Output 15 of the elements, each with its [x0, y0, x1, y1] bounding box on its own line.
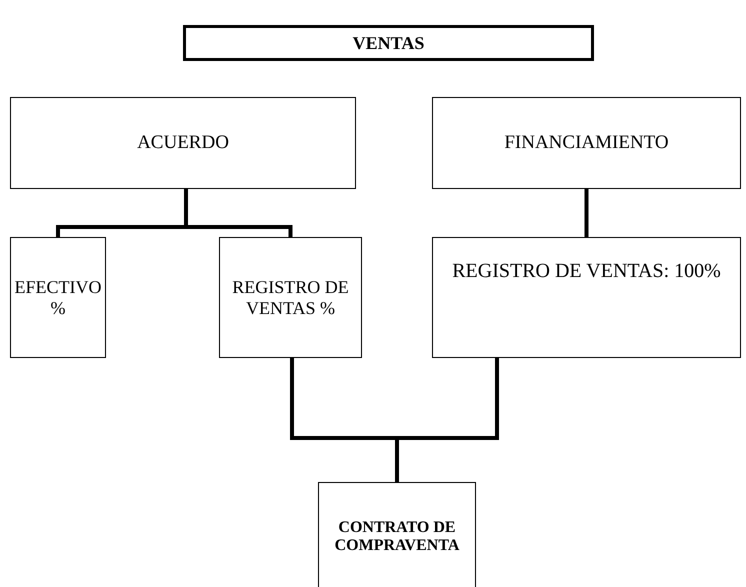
- process-box: [10, 97, 356, 189]
- box-label: CONTRATO DE COMPRAVENTA: [334, 518, 460, 556]
- process-box: [219, 237, 362, 358]
- box-label: EFECTIVO %: [14, 276, 102, 318]
- box-label: VENTAS: [352, 32, 424, 54]
- process-box: [432, 237, 741, 358]
- box-label: ACUERDO: [137, 132, 229, 154]
- box-label: REGISTRO DE VENTAS %: [231, 276, 350, 318]
- process-box: [318, 482, 476, 587]
- title-box: [183, 25, 594, 61]
- box-label: FINANCIAMIENTO: [504, 132, 669, 154]
- box-label: REGISTRO DE VENTAS: 100%: [452, 260, 721, 283]
- connector-line: [584, 189, 588, 237]
- process-box: [10, 237, 106, 358]
- process-box: [432, 97, 741, 189]
